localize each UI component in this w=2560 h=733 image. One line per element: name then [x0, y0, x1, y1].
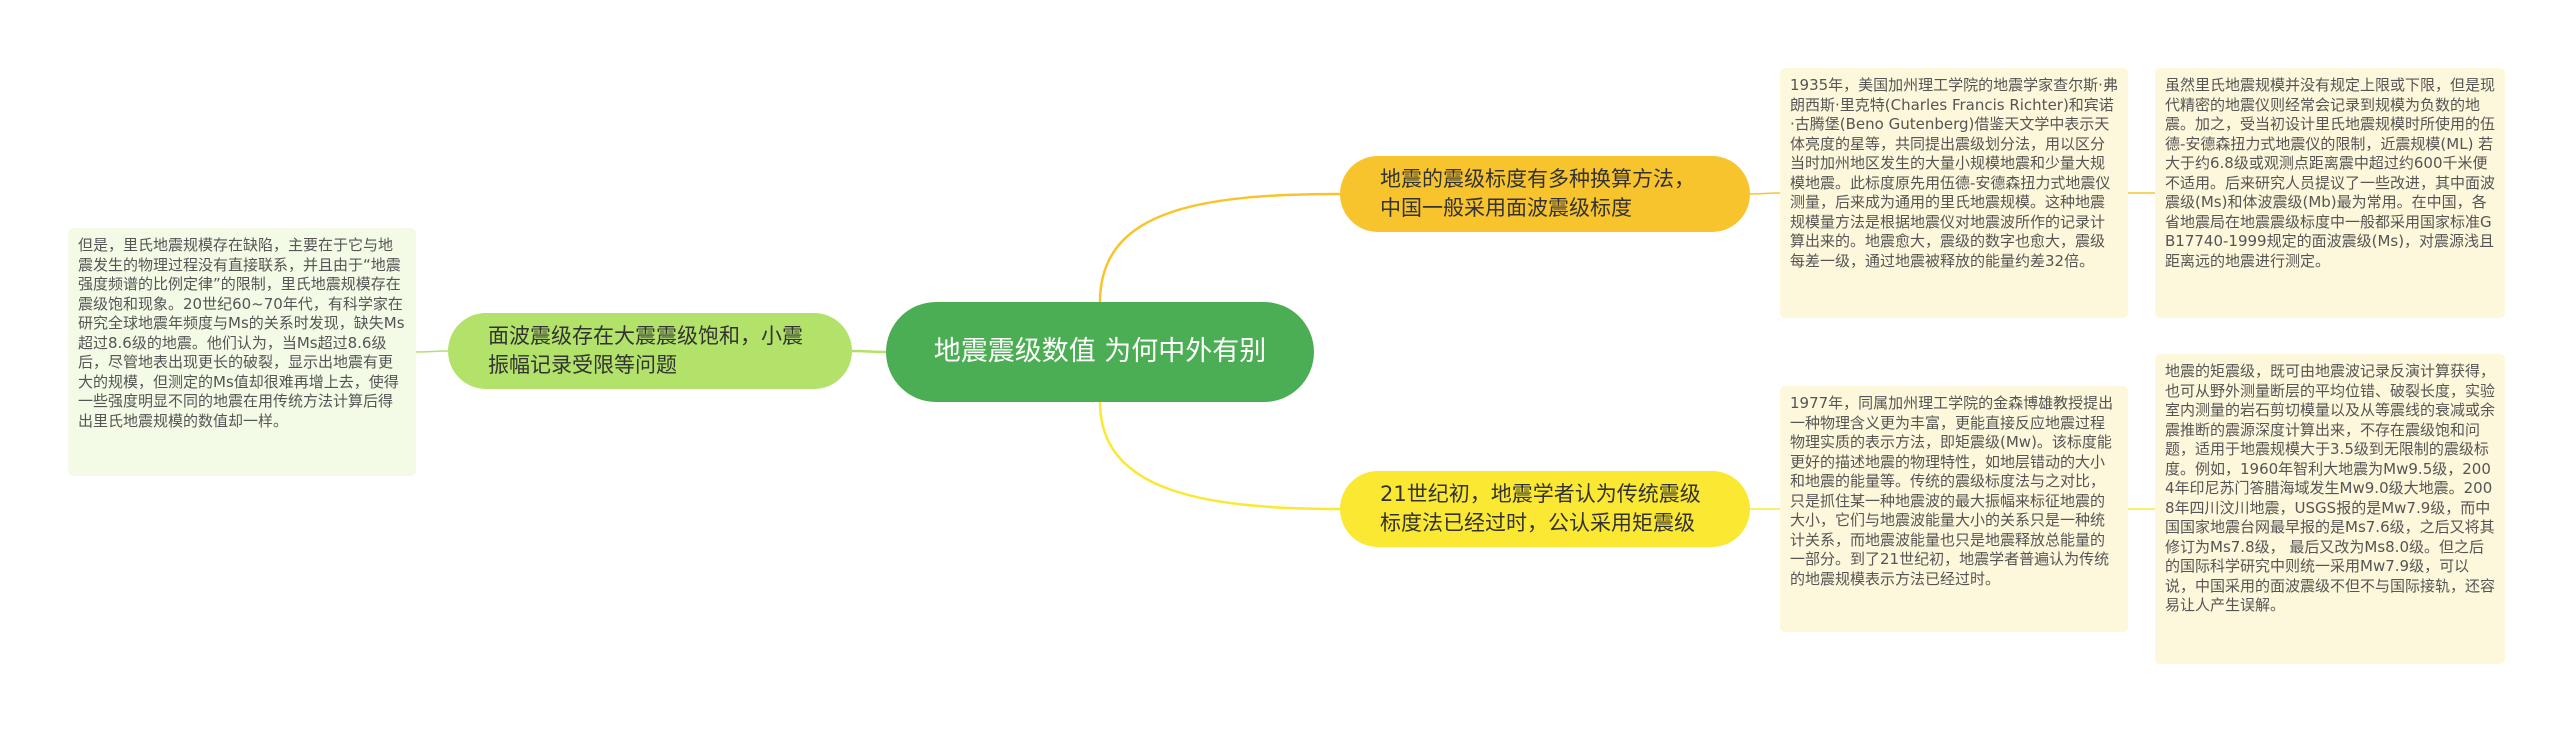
link-root-to-left-branch	[851, 349, 887, 354]
root-topic[interactable]: 地震震级数值 为何中外有别	[886, 302, 1314, 402]
detail-text: 1935年，美国加州理工学院的地震学家查尔斯·弗朗西斯·里克特(Charles …	[1790, 76, 2118, 270]
detail-surface-wave-magnitude[interactable]: 虽然里氏地震规模并没有规定上限或下限，但是现代精密的地震仪则经常会记录到规模为负…	[2155, 68, 2505, 318]
link-root-to-top-branch	[1098, 192, 1341, 303]
branch-moment-magnitude[interactable]: 21世纪初，地震学者认为传统震级标度法已经过时，公认采用矩震级	[1340, 471, 1750, 547]
detail-text: 虽然里氏地震规模并没有规定上限或下限，但是现代精密的地震仪则经常会记录到规模为负…	[2165, 76, 2496, 270]
link-left-branch-to-detail	[415, 350, 449, 353]
root-topic-label: 地震震级数值 为何中外有别	[933, 336, 1267, 367]
detail-text: 但是，里氏地震规模存在缺陷，主要在于它与地震发生的物理过程没有直接联系，并且由于…	[78, 236, 405, 430]
detail-text: 1977年，同属加州理工学院的金森博雄教授提出一种物理含义更为丰富，更能直接反应…	[1790, 394, 2114, 588]
detail-mw-examples[interactable]: 地震的矩震级，既可由地震波记录反演计算获得，也可从野外测量断层的平均位错、破裂长…	[2155, 354, 2505, 664]
branch-label: 地震的震级标度有多种换算方法，中国一般采用面波震级标度	[1380, 167, 1695, 220]
branch-label: 21世纪初，地震学者认为传统震级标度法已经过时，公认采用矩震级	[1380, 482, 1701, 535]
detail-text: 地震的矩震级，既可由地震波记录反演计算获得，也可从野外测量断层的平均位错、破裂长…	[2165, 362, 2496, 614]
branch-saturation-issues[interactable]: 面波震级存在大震震级饱和，小震振幅记录受限等问题	[448, 313, 852, 389]
link-top-branch-to-detail-1	[1749, 192, 1781, 195]
branch-conversion-methods[interactable]: 地震的震级标度有多种换算方法，中国一般采用面波震级标度	[1340, 156, 1750, 232]
detail-saturation[interactable]: 但是，里氏地震规模存在缺陷，主要在于它与地震发生的物理过程没有直接联系，并且由于…	[68, 228, 416, 476]
detail-kanamori-mw[interactable]: 1977年，同属加州理工学院的金森博雄教授提出一种物理含义更为丰富，更能直接反应…	[1780, 386, 2128, 632]
branch-label: 面波震级存在大震震级饱和，小震振幅记录受限等问题	[488, 324, 803, 377]
link-root-to-bottom-branch	[1098, 401, 1341, 511]
detail-richter-origin[interactable]: 1935年，美国加州理工学院的地震学家查尔斯·弗朗西斯·里克特(Charles …	[1780, 68, 2128, 318]
